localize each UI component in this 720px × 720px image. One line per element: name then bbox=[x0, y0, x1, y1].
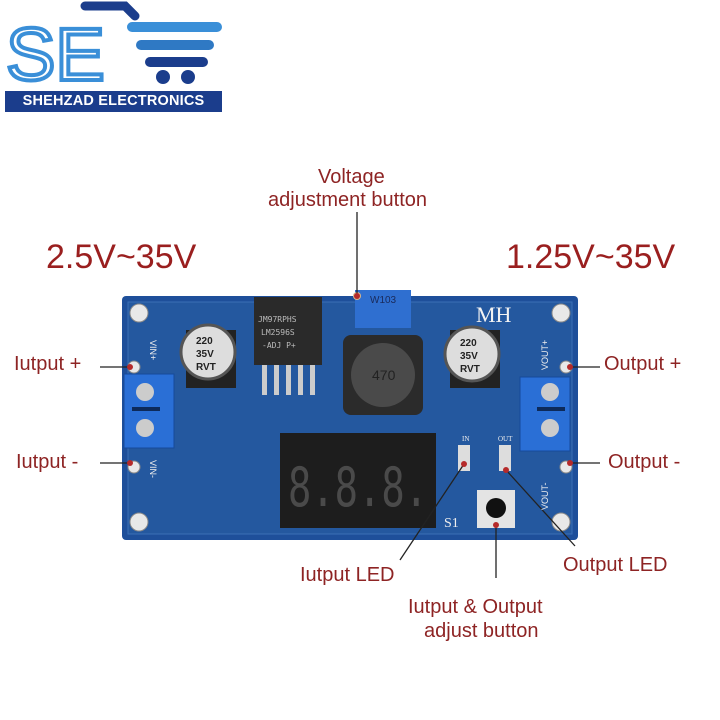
input-cap-brand: RVT bbox=[196, 362, 216, 373]
label-output-minus: Output - bbox=[608, 451, 681, 473]
input-cap-voltage: 35V bbox=[196, 349, 214, 360]
output-capacitor bbox=[443, 325, 501, 388]
inductor bbox=[343, 335, 423, 415]
logo-brand-name: SHEHZAD ELECTRONICS bbox=[5, 91, 222, 112]
label-input-minus: Iutput - bbox=[16, 451, 79, 473]
label-adjust-button-line2: adjust button bbox=[424, 620, 539, 642]
output-cap-brand: RVT bbox=[460, 364, 480, 375]
output-terminal-block bbox=[519, 376, 571, 452]
output-led-smd bbox=[499, 445, 511, 471]
label-voltage-adjust-line1: Voltage bbox=[318, 166, 385, 188]
potentiometer bbox=[353, 290, 411, 328]
input-cap-value: 220 bbox=[196, 336, 213, 347]
silk-s1: S1 bbox=[444, 516, 459, 531]
silk-vin-minus: VIN- bbox=[148, 460, 158, 478]
output-voltage-range: 1.25V~35V bbox=[506, 238, 676, 276]
label-voltage-adjust-line2: adjustment button bbox=[268, 189, 427, 211]
display-digits: 8.8.8. bbox=[288, 456, 428, 519]
chip-line-3: -ADJ P+ bbox=[262, 341, 296, 350]
chip-line-2: LM2596S bbox=[261, 328, 295, 337]
logo-initials: SE bbox=[6, 13, 105, 92]
output-cap-value: 220 bbox=[460, 338, 477, 349]
input-voltage-range: 2.5V~35V bbox=[46, 238, 197, 276]
silk-vout-minus: VOUT- bbox=[540, 482, 550, 510]
adjust-push-button bbox=[477, 490, 515, 528]
label-output-plus: Output + bbox=[604, 353, 682, 375]
inductor-label: 470 bbox=[372, 367, 396, 383]
chip-line-1: JM97RPHS bbox=[258, 315, 297, 324]
label-output-led: Output LED bbox=[563, 554, 668, 576]
logo-graphic: SE bbox=[4, 1, 222, 92]
pot-label: W103 bbox=[370, 295, 397, 306]
silk-vout-plus: VOUT+ bbox=[540, 340, 550, 370]
input-terminal-block bbox=[123, 373, 175, 449]
pcb-board bbox=[122, 296, 578, 540]
label-input-led: Iutput LED bbox=[300, 564, 395, 586]
lm2596-chip bbox=[254, 297, 322, 395]
brand-mark-mh: MH bbox=[476, 302, 512, 327]
silk-out: OUT bbox=[498, 435, 513, 443]
shehzad-electronics-logo: SE SHEHZAD ELECTRONICS bbox=[0, 0, 225, 115]
input-capacitor bbox=[179, 323, 237, 388]
input-led-smd bbox=[458, 445, 470, 471]
seven-segment-display bbox=[280, 433, 436, 528]
silk-vin-plus: VIN+ bbox=[148, 340, 158, 360]
silk-in: IN bbox=[462, 435, 469, 443]
label-input-plus: Iutput + bbox=[14, 353, 82, 375]
label-adjust-button-line1: Iutput & Output bbox=[408, 596, 543, 618]
output-cap-voltage: 35V bbox=[460, 351, 478, 362]
